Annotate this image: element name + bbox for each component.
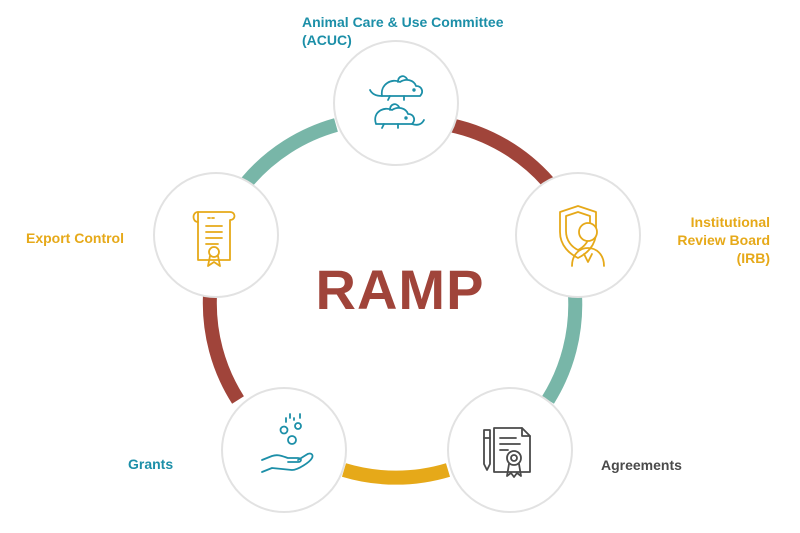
arc-irb-agreements — [542, 294, 583, 404]
label-export: Export Control — [26, 230, 124, 246]
center-title: RAMP — [315, 258, 485, 321]
arc-grants-export — [202, 294, 244, 404]
node-export — [153, 172, 279, 298]
label-irb-line2: Review Board — [677, 232, 770, 248]
shield-person-icon — [559, 205, 605, 267]
label-acuc-line2: (ACUC) — [302, 32, 352, 48]
label-irb-line1: Institutional — [690, 214, 770, 230]
node-grants — [221, 387, 347, 513]
label-acuc: Animal Care & Use Committee (ACUC) — [302, 13, 504, 49]
node-irb — [515, 172, 641, 298]
arc-agreements-grants — [341, 463, 451, 485]
node-agreements — [447, 387, 573, 513]
node-acuc — [333, 40, 459, 166]
label-irb-line3: (IRB) — [736, 250, 770, 266]
hand-coins-icon — [261, 413, 314, 473]
label-irb: Institutional Review Board (IRB) — [650, 213, 770, 267]
label-acuc-line1: Animal Care & Use Committee — [302, 14, 504, 30]
contract-seal-icon — [483, 427, 531, 478]
label-agreements: Agreements — [601, 457, 682, 473]
certificate-scroll-icon — [192, 211, 236, 267]
arc-acuc-irb — [448, 118, 554, 187]
arc-export-acuc — [241, 118, 338, 187]
label-grants: Grants — [128, 456, 174, 472]
mice-icon — [369, 75, 425, 129]
